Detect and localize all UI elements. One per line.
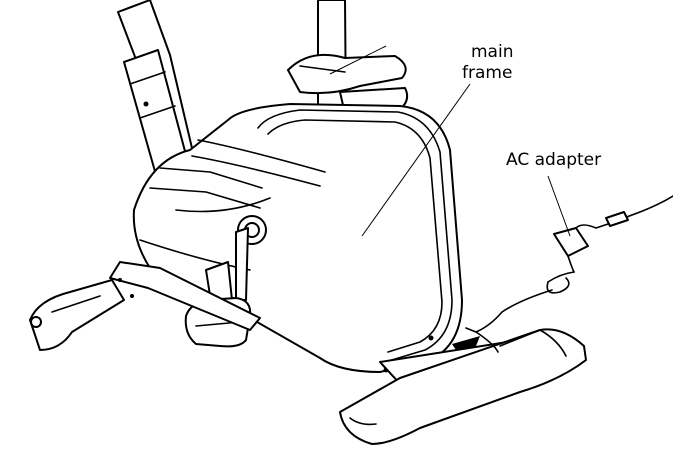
ac-adapter-label: AC adapter: [506, 150, 602, 170]
seat-leader: [329, 45, 387, 75]
leader-lines: [329, 45, 571, 237]
main-frame-leader: [361, 83, 471, 237]
main-frame-label-line2: frame: [462, 63, 513, 83]
ac-adapter-assembly: [452, 195, 673, 353]
front-stabilizer: [29, 261, 261, 351]
main-frame-label-line1: main: [471, 42, 514, 62]
ac-adapter-leader: [547, 175, 571, 237]
